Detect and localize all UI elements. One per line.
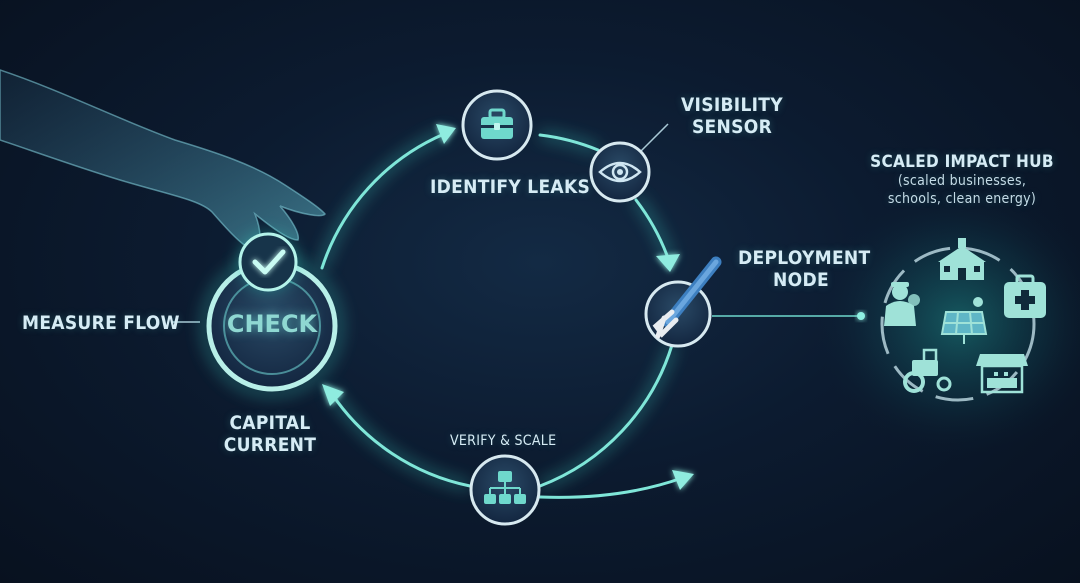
hub-connector-dot — [857, 312, 865, 320]
tractor-icon — [903, 348, 952, 393]
medical-kit-icon — [1004, 274, 1046, 318]
market-stall-icon — [976, 354, 1028, 394]
verify-scale-label: VERIFY & SCALE — [450, 433, 557, 449]
toolbox-icon — [481, 108, 513, 139]
arc-outflow — [538, 476, 684, 499]
eye-icon — [598, 161, 642, 183]
hub-title: SCALED IMPACT HUB — [870, 152, 1054, 172]
capital-current-label: CAPITAL CURRENT — [220, 412, 320, 456]
check-node — [238, 232, 298, 292]
hierarchy-icon — [484, 471, 526, 504]
solar-panel-icon — [940, 297, 988, 344]
worker-icon — [884, 282, 920, 326]
hand-illustration — [0, 69, 326, 251]
arrow-to-identify — [436, 124, 456, 144]
measure-flow-label: MEASURE FLOW — [22, 312, 180, 334]
wrench-icon — [652, 256, 722, 339]
checkmark-icon — [252, 249, 286, 275]
deployment-node-line-1: DEPLOYMENT — [738, 247, 871, 269]
arc-verify-to-check — [330, 392, 472, 488]
check-label: CHECK — [226, 310, 318, 338]
visibility-sensor-label: VISIBILITY SENSOR — [672, 94, 792, 138]
arrow-outflow — [672, 470, 694, 490]
sensor-leader — [640, 123, 669, 152]
capital-current-line-2: CURRENT — [223, 434, 317, 456]
arrow-to-deployment — [656, 254, 680, 272]
visibility-sensor-line-2: SENSOR — [691, 116, 773, 138]
school-icon — [938, 238, 986, 280]
arc-identify-to-sensor — [538, 133, 600, 152]
arrow-to-check — [322, 384, 344, 406]
deployment-node-line-2: NODE — [773, 269, 829, 291]
deployment-node-label: DEPLOYMENT NODE — [738, 247, 871, 291]
arc-deployment-to-verify — [538, 343, 674, 488]
visibility-sensor-line-1: VISIBILITY — [681, 94, 783, 116]
hub-ring — [880, 246, 1036, 402]
hub-label: SCALED IMPACT HUB (scaled businesses, sc… — [852, 152, 1072, 208]
identify-leaks-label: IDENTIFY LEAKS — [430, 176, 591, 198]
arc-sensor-to-deployment — [634, 198, 670, 260]
arc-check-to-identify — [320, 132, 446, 270]
capital-current-line-1: CAPITAL — [229, 412, 311, 434]
hub-subtitle-line-1: (scaled businesses, — [897, 173, 1027, 189]
hub-subtitle-line-2: schools, clean energy) — [887, 191, 1037, 207]
